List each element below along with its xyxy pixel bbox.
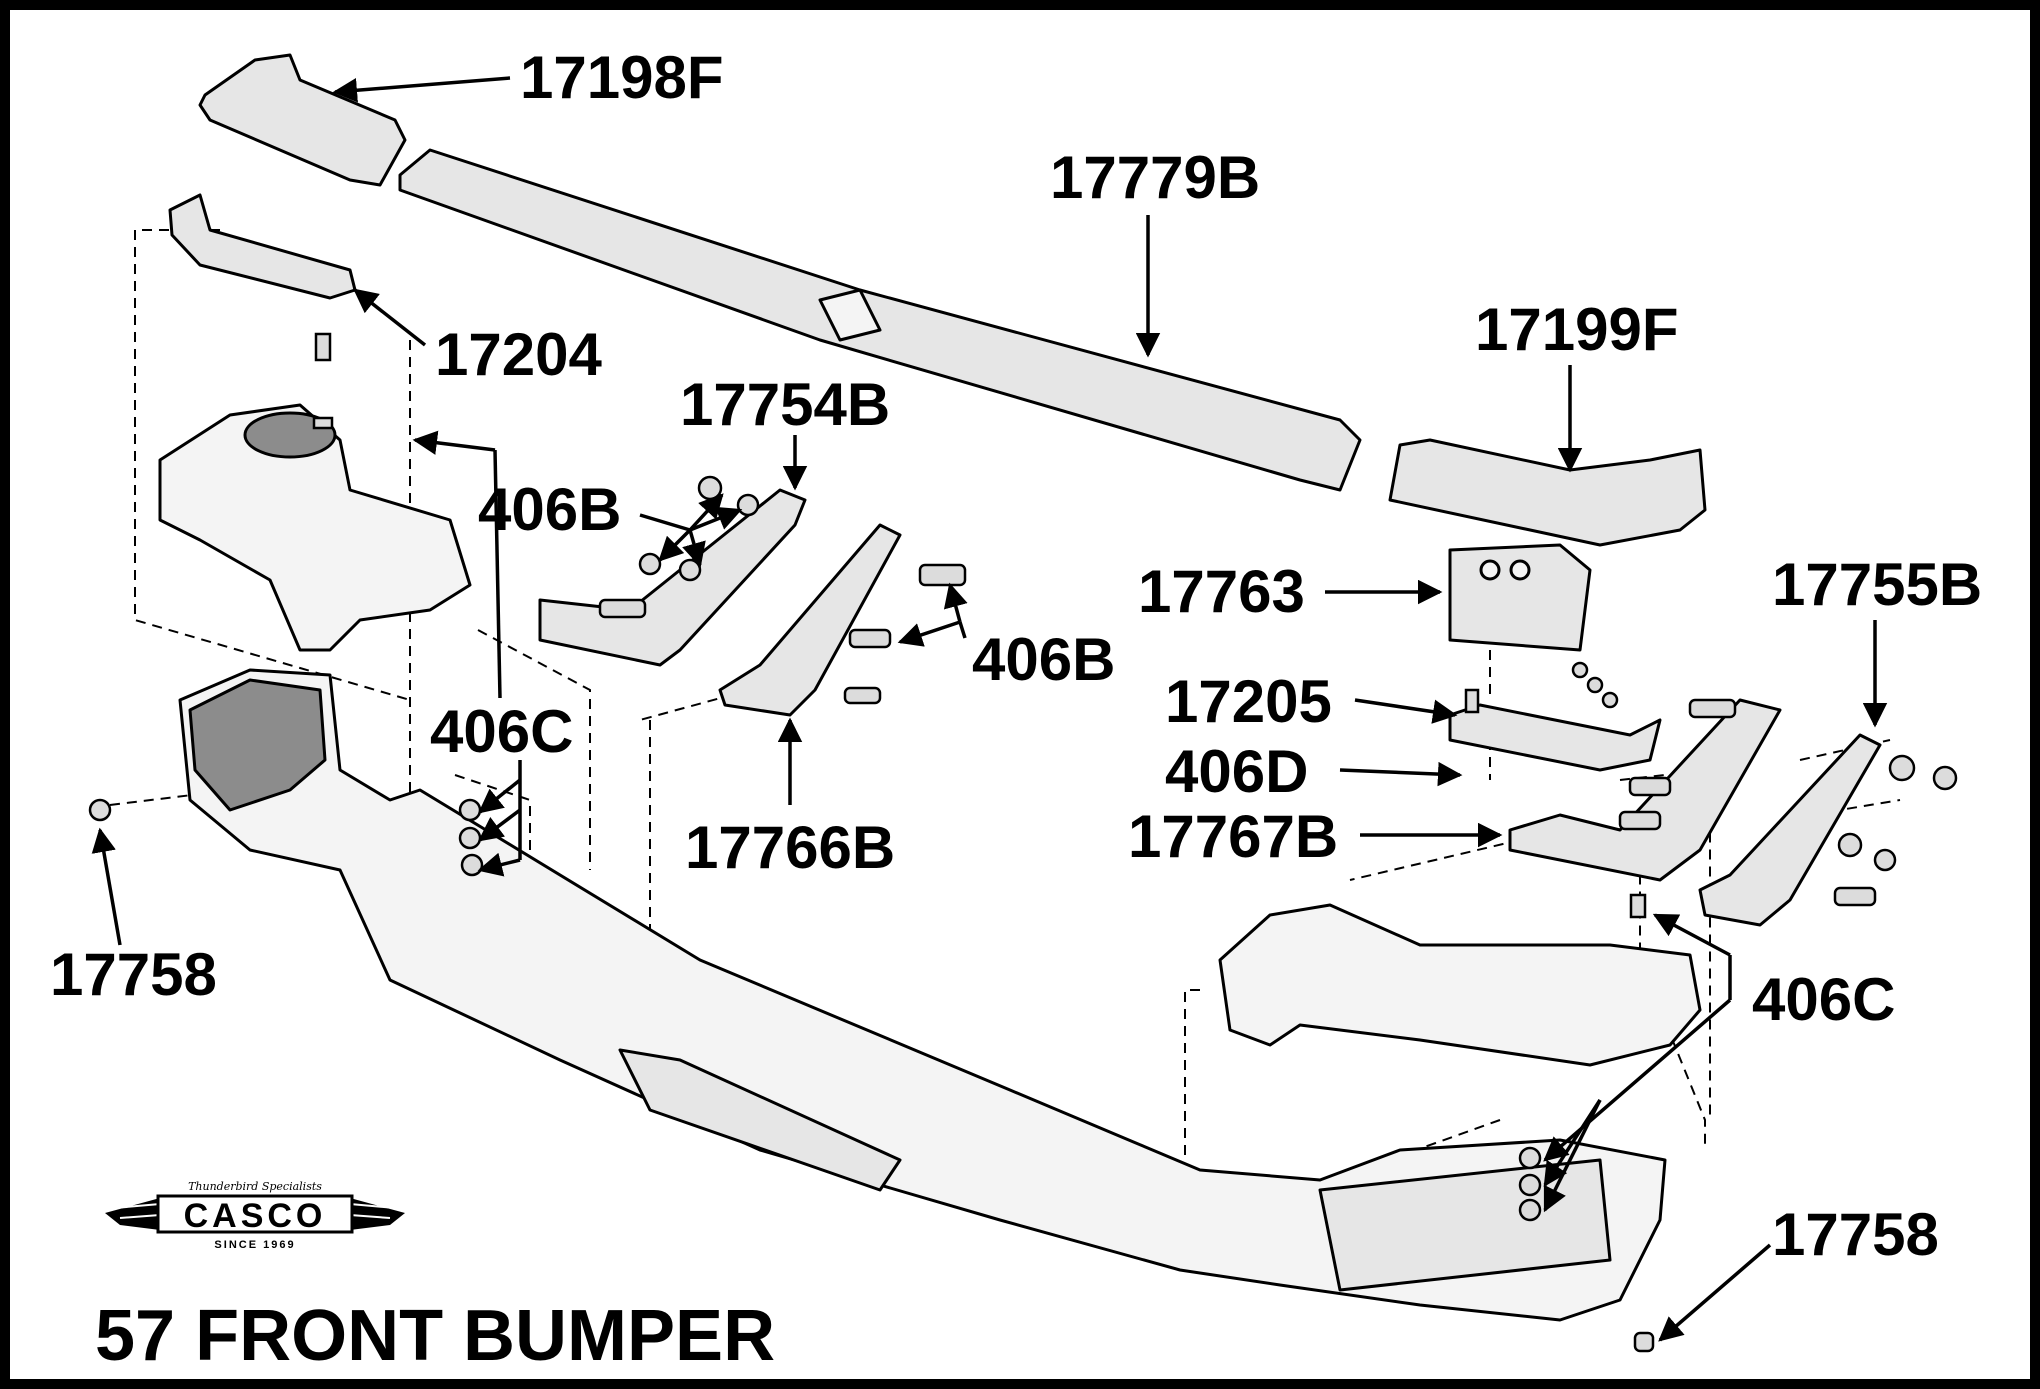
bracket-17755B xyxy=(1698,733,1882,927)
label-406C-left: 406C xyxy=(430,698,573,765)
label-17205: 17205 xyxy=(1165,668,1332,735)
label-17204: 17204 xyxy=(435,321,602,388)
label-17199F: 17199F xyxy=(1475,296,1679,363)
part-number-labels: 17198F 17779B 17204 17199F 17754B 406B 4… xyxy=(50,44,1982,1268)
label-17767B: 17767B xyxy=(1128,803,1338,870)
logo-name: CASCO xyxy=(184,1197,327,1235)
label-17755B: 17755B xyxy=(1772,551,1982,618)
hardware xyxy=(88,332,1958,1353)
logo-tagline: Thunderbird Specialists xyxy=(188,1180,322,1193)
leader-arrows xyxy=(91,76,1888,1342)
bracket-17767B xyxy=(1508,698,1782,882)
label-406D: 406D xyxy=(1165,738,1308,805)
logo-since: SINCE 1969 xyxy=(214,1239,295,1251)
bracket-17766B xyxy=(718,523,902,717)
bracket-17205 xyxy=(1448,703,1662,772)
filler-17779B xyxy=(398,148,1362,492)
bumper-guard-right xyxy=(1218,903,1702,1067)
label-17754B: 17754B xyxy=(680,371,890,438)
filler-17199F xyxy=(1388,438,1707,547)
label-17779B: 17779B xyxy=(1050,144,1260,211)
diagram-title: 57 FRONT BUMPER xyxy=(95,1296,775,1376)
label-406C-right: 406C xyxy=(1752,966,1895,1033)
label-17758-left: 17758 xyxy=(50,941,217,1008)
casco-logo: Thunderbird Specialists CASCO SINCE 1969 xyxy=(105,1180,405,1251)
filler-17198F xyxy=(198,53,407,187)
label-17766B: 17766B xyxy=(685,814,895,881)
label-17198F: 17198F xyxy=(520,44,724,111)
label-406B-left: 406B xyxy=(478,476,621,543)
label-17758-right: 17758 xyxy=(1772,1201,1939,1268)
label-17763: 17763 xyxy=(1138,558,1305,625)
label-406B-mid: 406B xyxy=(972,626,1115,693)
parts-artwork xyxy=(88,53,1958,1353)
